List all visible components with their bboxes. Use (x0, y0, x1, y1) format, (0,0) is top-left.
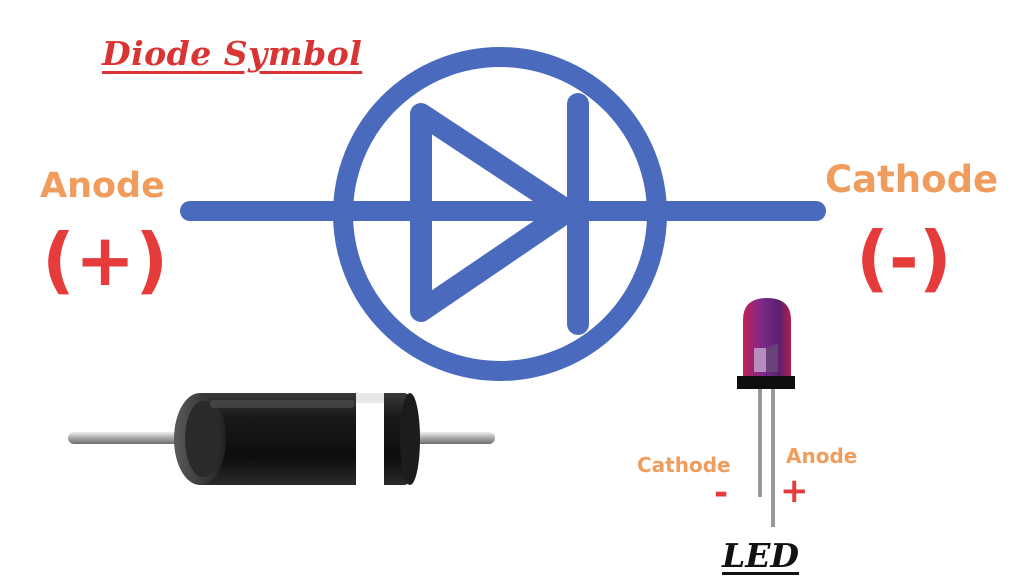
diode-symbol (180, 47, 826, 381)
axial-diode (68, 393, 495, 485)
symbol-circle (333, 47, 667, 381)
cathode-polarity: (-) (856, 216, 952, 300)
diode-cathode-band (356, 393, 384, 485)
diode-right-end (400, 393, 420, 485)
led-component (737, 298, 795, 527)
led-post (766, 343, 778, 372)
diode-highlight (210, 400, 355, 408)
diode-right-lead (405, 432, 495, 444)
led-rim (737, 376, 795, 389)
led-cathode-sign: - (714, 473, 729, 513)
diagram-title: Diode Symbol (102, 34, 363, 73)
symbol-triangle (410, 103, 579, 322)
led-cathode-label: Cathode (637, 453, 731, 477)
diode-band-shade (356, 393, 384, 403)
led-anode-sign: + (780, 471, 809, 511)
led-anode-label: Anode (786, 444, 858, 468)
anode-polarity: (+) (42, 218, 169, 302)
led-anvil (754, 348, 766, 372)
diode-end-face (185, 401, 221, 477)
anode-label: Anode (40, 166, 165, 206)
diode-left-lead (68, 432, 192, 444)
led-title: LED (722, 536, 799, 575)
cathode-label: Cathode (825, 158, 999, 201)
